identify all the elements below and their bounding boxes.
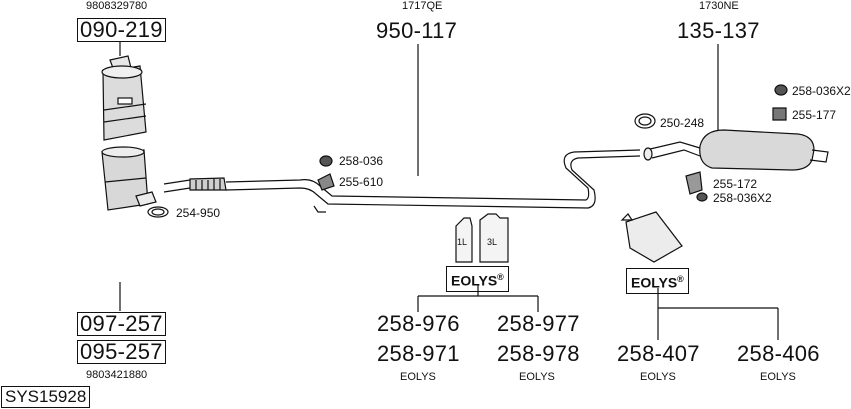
ref-right-header: 1730NE xyxy=(699,0,739,12)
eolys-badge-right-text: EOLYS xyxy=(631,274,678,291)
label-255-610: 255-610 xyxy=(339,175,384,189)
middle-pipe xyxy=(163,149,641,213)
dpf-upper-canister xyxy=(101,55,147,141)
eolys-can-3l xyxy=(479,213,509,263)
clamp-250-248 xyxy=(634,113,656,129)
system-id: SYS15928 xyxy=(1,386,91,408)
eolys-code-258-406: 258-406 xyxy=(737,341,820,366)
can-3l-label: 3L xyxy=(487,237,498,247)
eolys-badge-right: EOLYS® xyxy=(626,268,689,294)
part-135-137: 135-137 xyxy=(677,18,760,43)
eolys-right-tree xyxy=(657,288,779,340)
gasket-255-610 xyxy=(317,173,335,191)
ref-dpf-bottom: 9803421880 xyxy=(86,369,148,381)
eolys-badge-left-reg: ® xyxy=(497,272,504,282)
eolys-label-left-2: EOLYS xyxy=(519,371,555,383)
eolys-badge-right-reg: ® xyxy=(677,274,684,284)
ref-middle-header: 1717QE xyxy=(402,0,443,12)
eolys-left-tree xyxy=(417,284,539,312)
label-254-950: 254-950 xyxy=(176,206,221,220)
ref-left-header: 9808329780 xyxy=(86,0,148,12)
eolys-code-258-976: 258-976 xyxy=(377,311,460,336)
dpf-lower-canister xyxy=(101,146,157,211)
mount-255-177 xyxy=(772,107,787,121)
eolys-badge-left-text: EOLYS xyxy=(451,272,498,289)
part-950-117: 950-117 xyxy=(376,18,458,43)
label-250-248: 250-248 xyxy=(660,116,705,130)
label-258-036x2-top: 258-036X2 xyxy=(792,84,851,98)
label-258-036: 258-036 xyxy=(339,154,384,168)
eolys-code-258-978: 258-978 xyxy=(497,341,580,366)
eolys-label-right-1: EOLYS xyxy=(640,371,676,383)
eolys-label-left-1: EOLYS xyxy=(400,371,436,383)
part-097-257: 097-257 xyxy=(77,312,166,336)
eolys-pouch xyxy=(620,211,683,263)
rear-silencer xyxy=(643,129,829,171)
bracket-255-172 xyxy=(685,171,703,195)
rubber-mount-258-036 xyxy=(319,155,333,167)
label-258-036x2-bottom: 258-036X2 xyxy=(713,191,772,205)
can-1l-label: 1L xyxy=(457,237,468,247)
label-255-172: 255-172 xyxy=(713,177,758,191)
part-095-257: 095-257 xyxy=(77,340,166,364)
mount-258-036x2-top xyxy=(774,84,788,96)
label-255-177: 255-177 xyxy=(792,108,837,122)
eolys-code-258-971: 258-971 xyxy=(377,341,460,366)
eolys-code-258-407: 258-407 xyxy=(617,341,700,366)
clamp-254-950 xyxy=(147,206,169,218)
eolys-label-right-2: EOLYS xyxy=(760,371,796,383)
eolys-code-258-977: 258-977 xyxy=(497,311,580,336)
part-090-219: 090-219 xyxy=(77,18,166,42)
eolys-badge-left: EOLYS® xyxy=(446,266,509,292)
mount-258-036x2-bottom xyxy=(696,192,708,202)
eolys-can-1l xyxy=(455,217,473,263)
